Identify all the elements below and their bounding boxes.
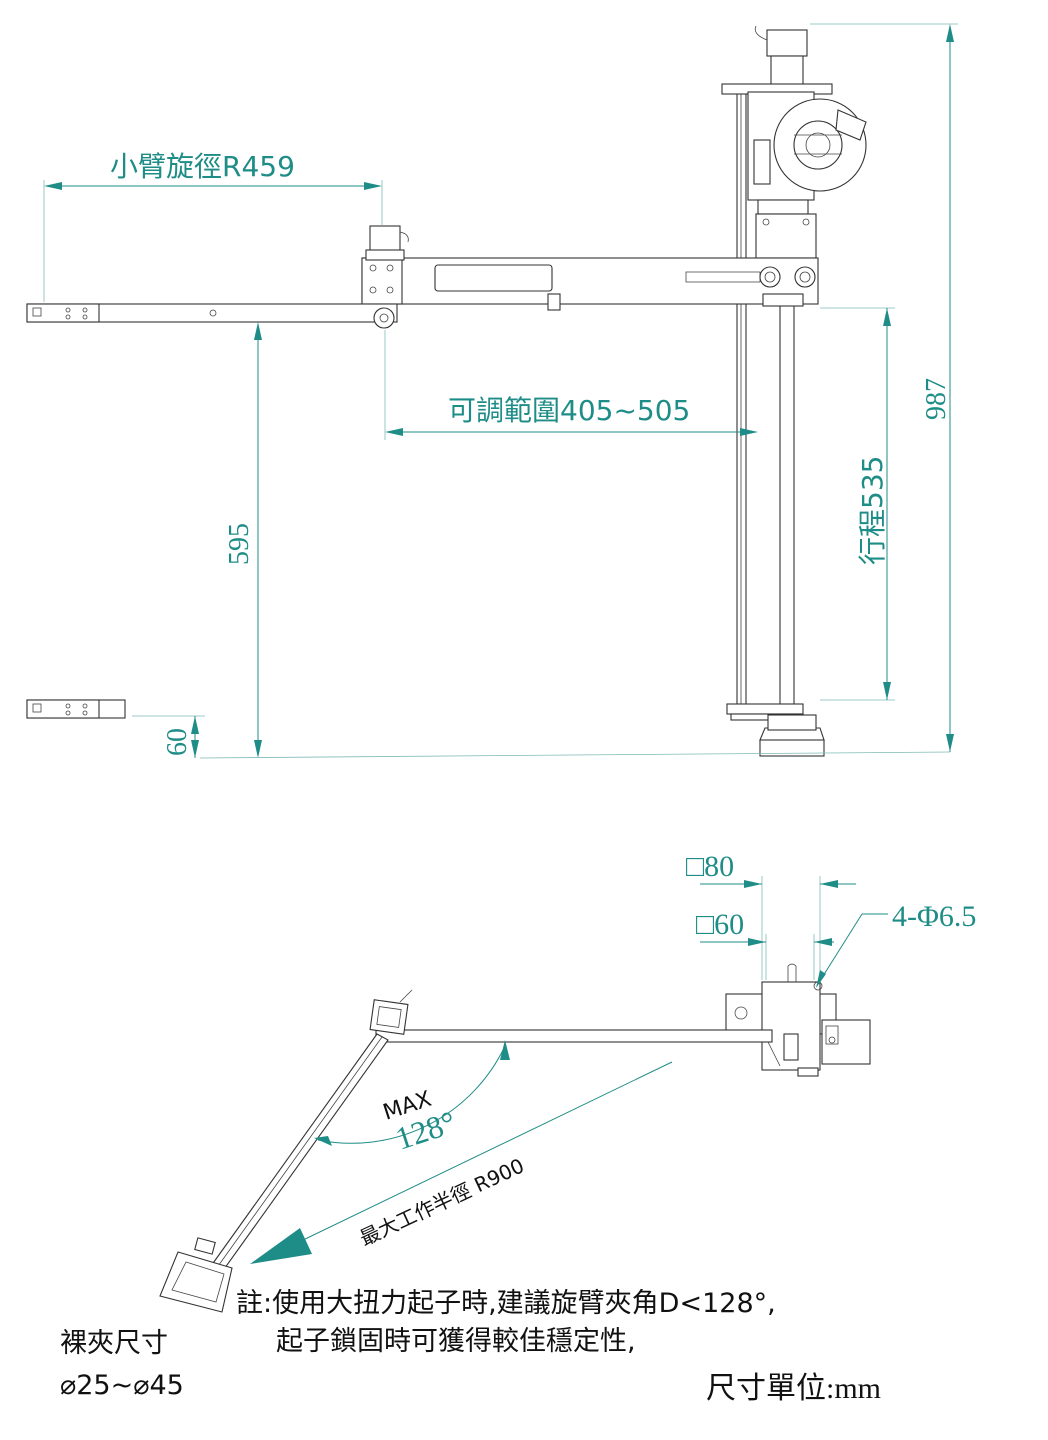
dim-height-60: 60 — [132, 715, 205, 758]
base-mount — [725, 963, 871, 1077]
dim-forearm-radius: 小臂旋徑R459 — [43, 150, 383, 302]
forearm — [26, 303, 398, 329]
dim-stroke-535: 行程535 — [820, 307, 895, 701]
angle-indicator: MAX 128° — [314, 1040, 510, 1157]
height-595-label: 595 — [224, 523, 255, 565]
vertical-column — [726, 91, 825, 757]
total-987-label: 987 — [921, 378, 952, 420]
unit-label: 尺寸單位:mm — [706, 1372, 881, 1405]
balancer-assembly — [721, 25, 867, 259]
square-80-label: □80 — [686, 850, 734, 883]
note-line-1: 註:使用大扭力起子時,建議旋臂夾角D<128°, — [236, 1288, 776, 1319]
forearm-joint — [365, 225, 409, 261]
height-60-label: 60 — [162, 728, 193, 756]
notes: 註:使用大扭力起子時,建議旋臂夾角D<128°, 起子鎖固時可獲得較佳穩定性, … — [60, 1288, 881, 1405]
forearm-lower-position — [26, 699, 126, 719]
main-arm-top — [375, 1029, 773, 1043]
top-view: MAX 128° 最大工作半徑 R900 □80 □60 — [159, 850, 976, 1313]
dim-total-987: 987 — [810, 23, 958, 752]
main-arm — [361, 257, 819, 311]
clamp-size-range: ⌀25~⌀45 — [60, 1370, 184, 1401]
forearm-joint-top — [369, 989, 413, 1035]
work-radius: 最大工作半徑 R900 — [250, 1061, 673, 1264]
dim-height-595: 595 — [199, 322, 951, 759]
clamp-size-label: 裸夾尺寸 — [60, 1328, 168, 1359]
dim-square-60: □60 — [696, 908, 834, 980]
tool-clamp — [159, 1237, 233, 1313]
adjust-range-label: 可調範圍405~505 — [448, 394, 690, 427]
holes-label: 4-Φ6.5 — [892, 900, 976, 933]
dim-holes: 4-Φ6.5 — [816, 900, 976, 988]
square-60-label: □60 — [696, 908, 744, 941]
forearm-radius-label: 小臂旋徑R459 — [110, 150, 295, 183]
dim-square-80: □80 — [686, 850, 856, 980]
side-view: 小臂旋徑R459 可調範圍405~505 595 60 — [26, 23, 958, 759]
dim-adjust-range: 可調範圍405~505 — [384, 330, 758, 440]
note-line-2: 起子鎖固時可獲得較佳穩定性, — [276, 1326, 636, 1357]
stroke-535-label: 行程535 — [856, 456, 889, 565]
